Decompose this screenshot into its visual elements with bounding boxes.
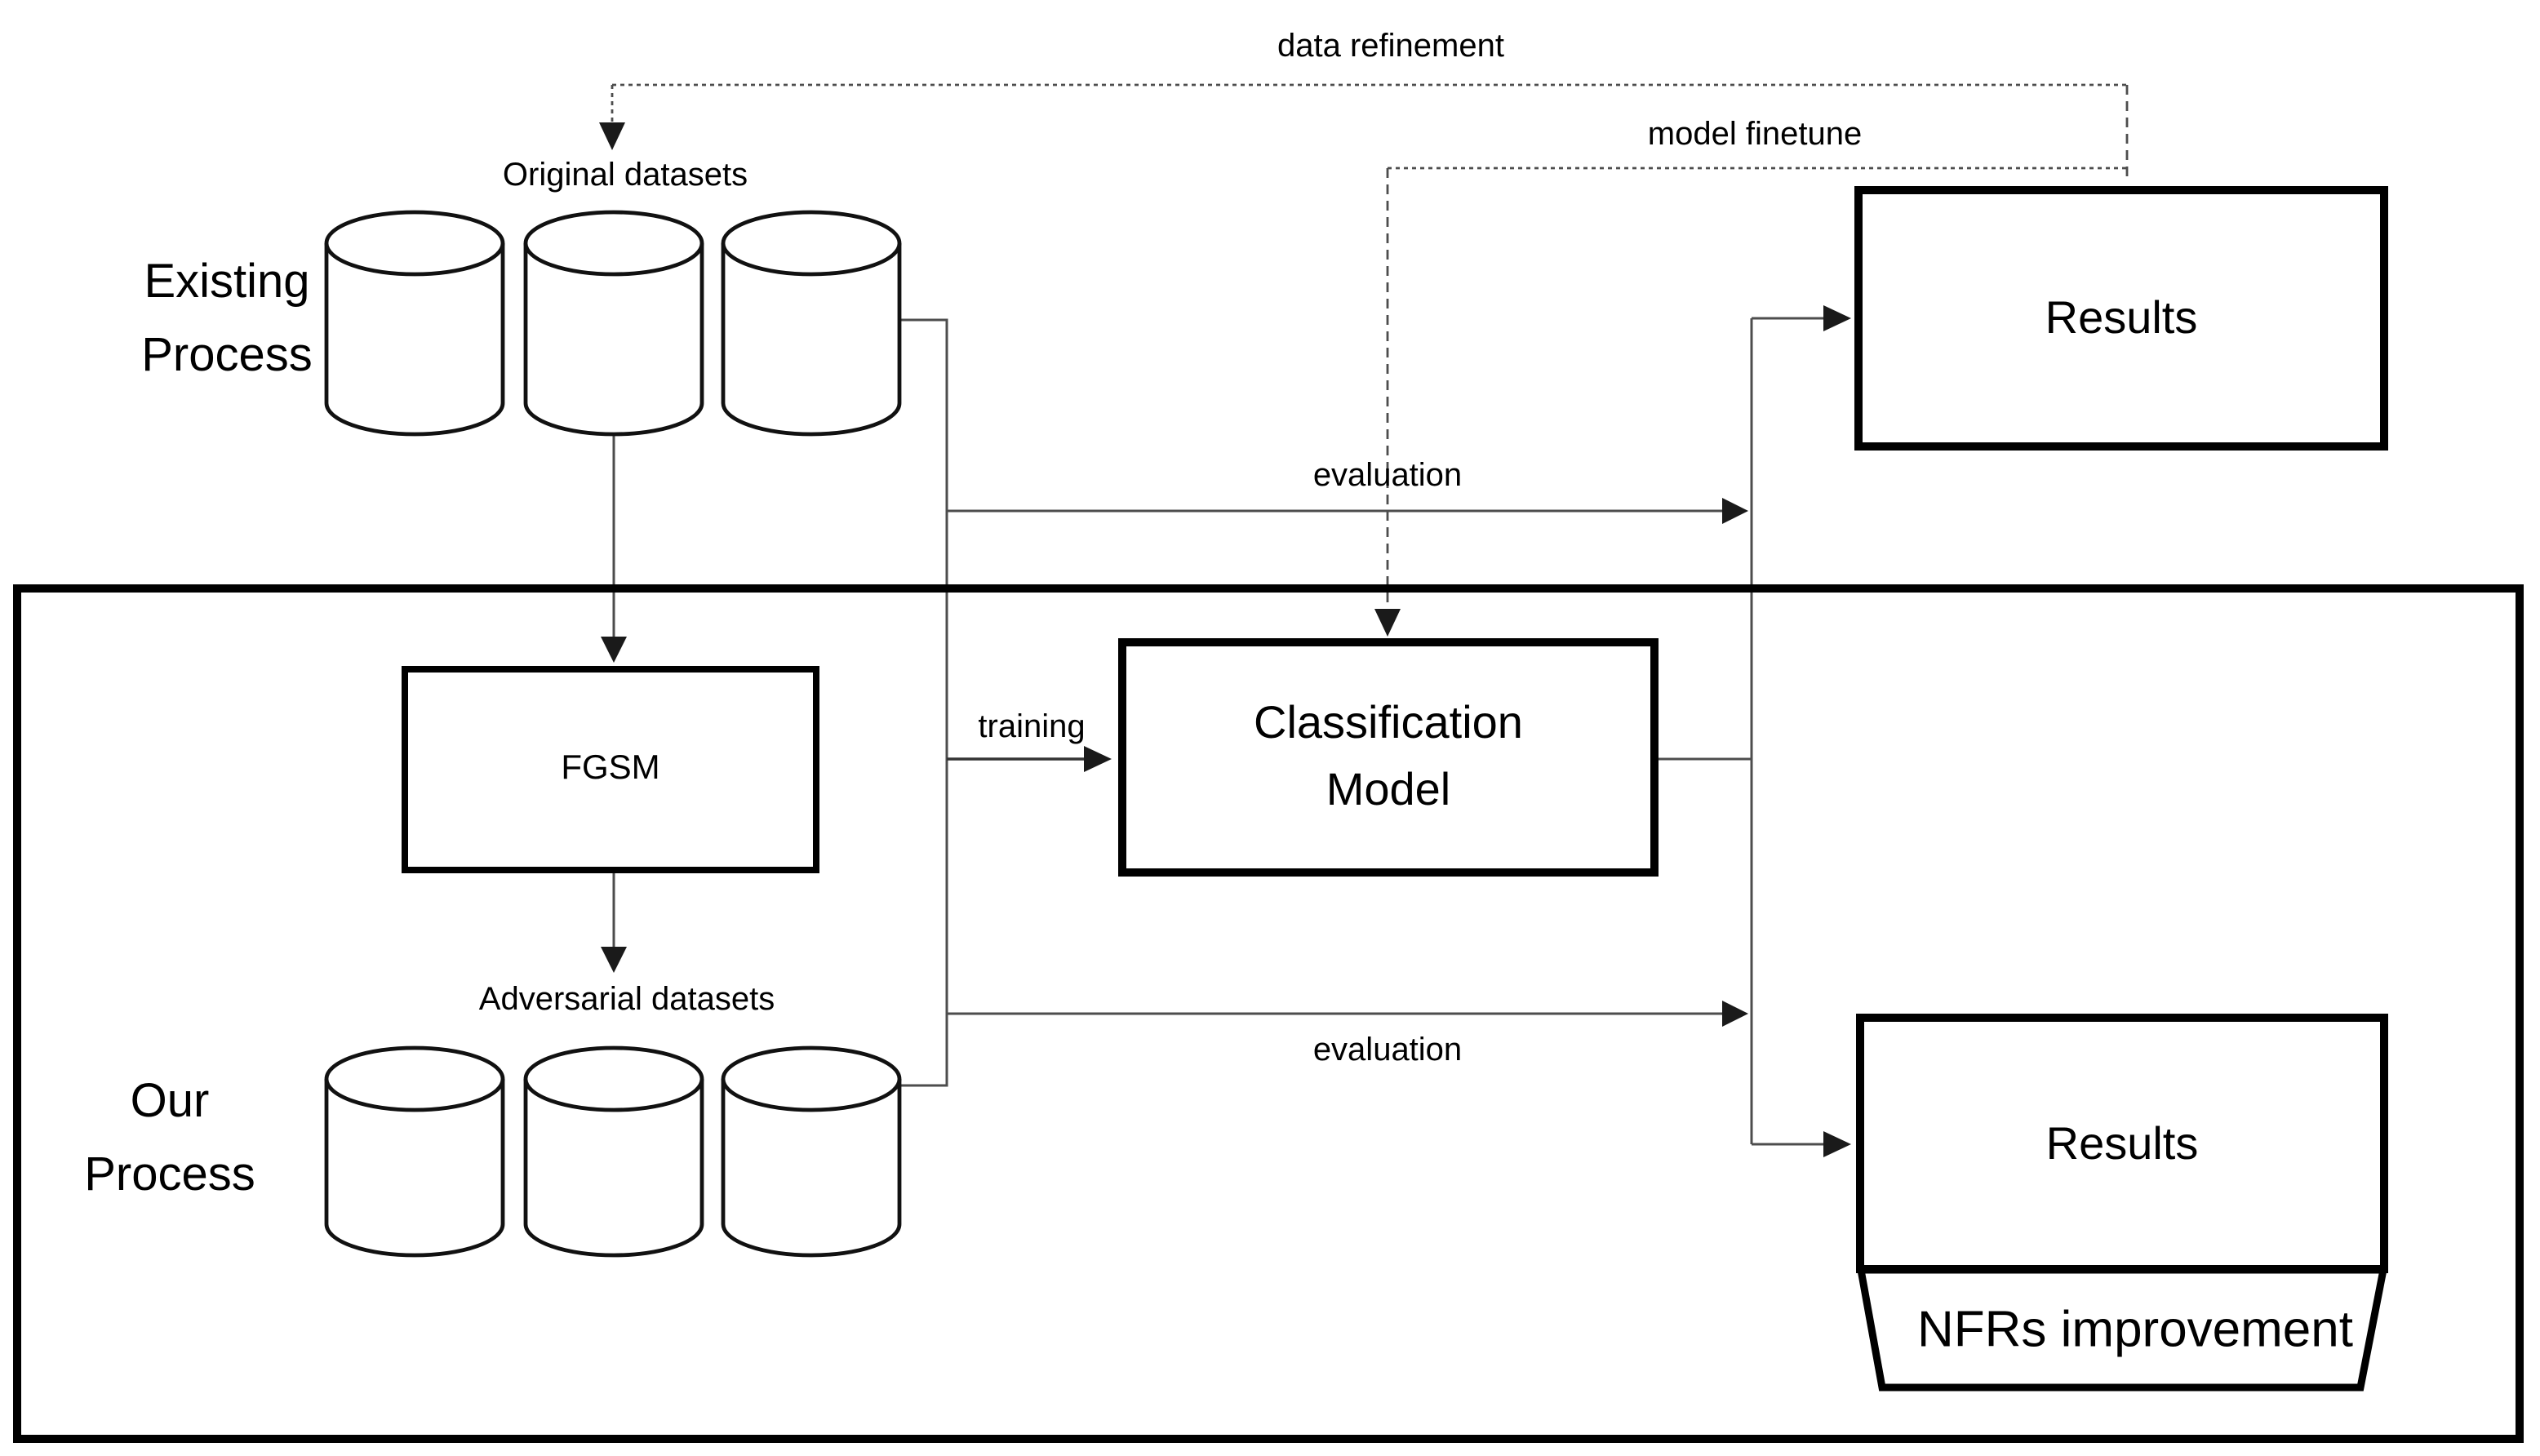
training-arrowhead bbox=[1084, 746, 1112, 772]
database-cylinder bbox=[721, 210, 902, 437]
evaluation-existing-arrowhead bbox=[1722, 498, 1748, 524]
classification-model-node: Classification Model bbox=[1118, 638, 1659, 877]
data-refinement-label: data refinement bbox=[1277, 29, 1504, 64]
database-cylinder bbox=[324, 1045, 505, 1258]
original-datasets-cylinders bbox=[324, 210, 902, 437]
database-cylinder bbox=[721, 1045, 902, 1258]
to-results-existing-arrowhead bbox=[1823, 305, 1851, 331]
results-existing-label: Results bbox=[2045, 292, 2198, 343]
evaluation-existing-label: evaluation bbox=[1312, 458, 1463, 494]
database-cylinder bbox=[523, 1045, 704, 1258]
results-existing-node: Results bbox=[1854, 186, 2388, 451]
our-process-label-line2: Process bbox=[84, 1149, 255, 1201]
data-refinement-edge bbox=[611, 83, 2129, 183]
to-results-our-arrowhead bbox=[1823, 1131, 1851, 1157]
classification-model-label: Classification Model bbox=[1254, 691, 1523, 823]
datasets-to-fgsm-arrowhead bbox=[601, 637, 627, 663]
original-datasets-label: Original datasets bbox=[502, 158, 748, 193]
our-process-label: Our Process bbox=[84, 1066, 255, 1213]
model-finetune-label: model finetune bbox=[1647, 117, 1863, 153]
our-process-label-line1: Our bbox=[130, 1076, 210, 1129]
results-our-node: Results bbox=[1856, 1014, 2388, 1273]
evaluation-our-label: evaluation bbox=[1312, 1032, 1463, 1068]
fgsm-to-datasets-arrowhead bbox=[601, 947, 627, 973]
database-cylinder bbox=[523, 210, 704, 437]
classification-model-label-line1: Classification bbox=[1254, 697, 1523, 748]
existing-process-label: Existing Process bbox=[141, 246, 313, 393]
fgsm-label: FGSM bbox=[561, 749, 660, 788]
fgsm-node: FGSM bbox=[402, 666, 819, 873]
dataset-bus-line bbox=[899, 318, 948, 1087]
model-finetune-arrowhead bbox=[1374, 609, 1401, 637]
training-label: training bbox=[978, 709, 1086, 745]
evaluation-our-arrowhead bbox=[1722, 1001, 1748, 1027]
our-process-container bbox=[13, 584, 2524, 1443]
classification-model-label-line2: Model bbox=[1326, 764, 1451, 815]
adversarial-datasets-cylinders bbox=[324, 1045, 902, 1258]
data-refinement-arrowhead bbox=[599, 122, 625, 150]
database-cylinder bbox=[324, 210, 505, 437]
model-finetune-edge bbox=[1386, 166, 2127, 612]
adversarial-datasets-label: Adversarial datasets bbox=[478, 982, 775, 1018]
existing-process-label-line1: Existing bbox=[144, 256, 310, 309]
existing-process-label-line2: Process bbox=[141, 330, 313, 382]
results-our-label: Results bbox=[2045, 1117, 2199, 1168]
nfrs-improvement-label: NFRs improvement bbox=[1917, 1300, 2353, 1358]
